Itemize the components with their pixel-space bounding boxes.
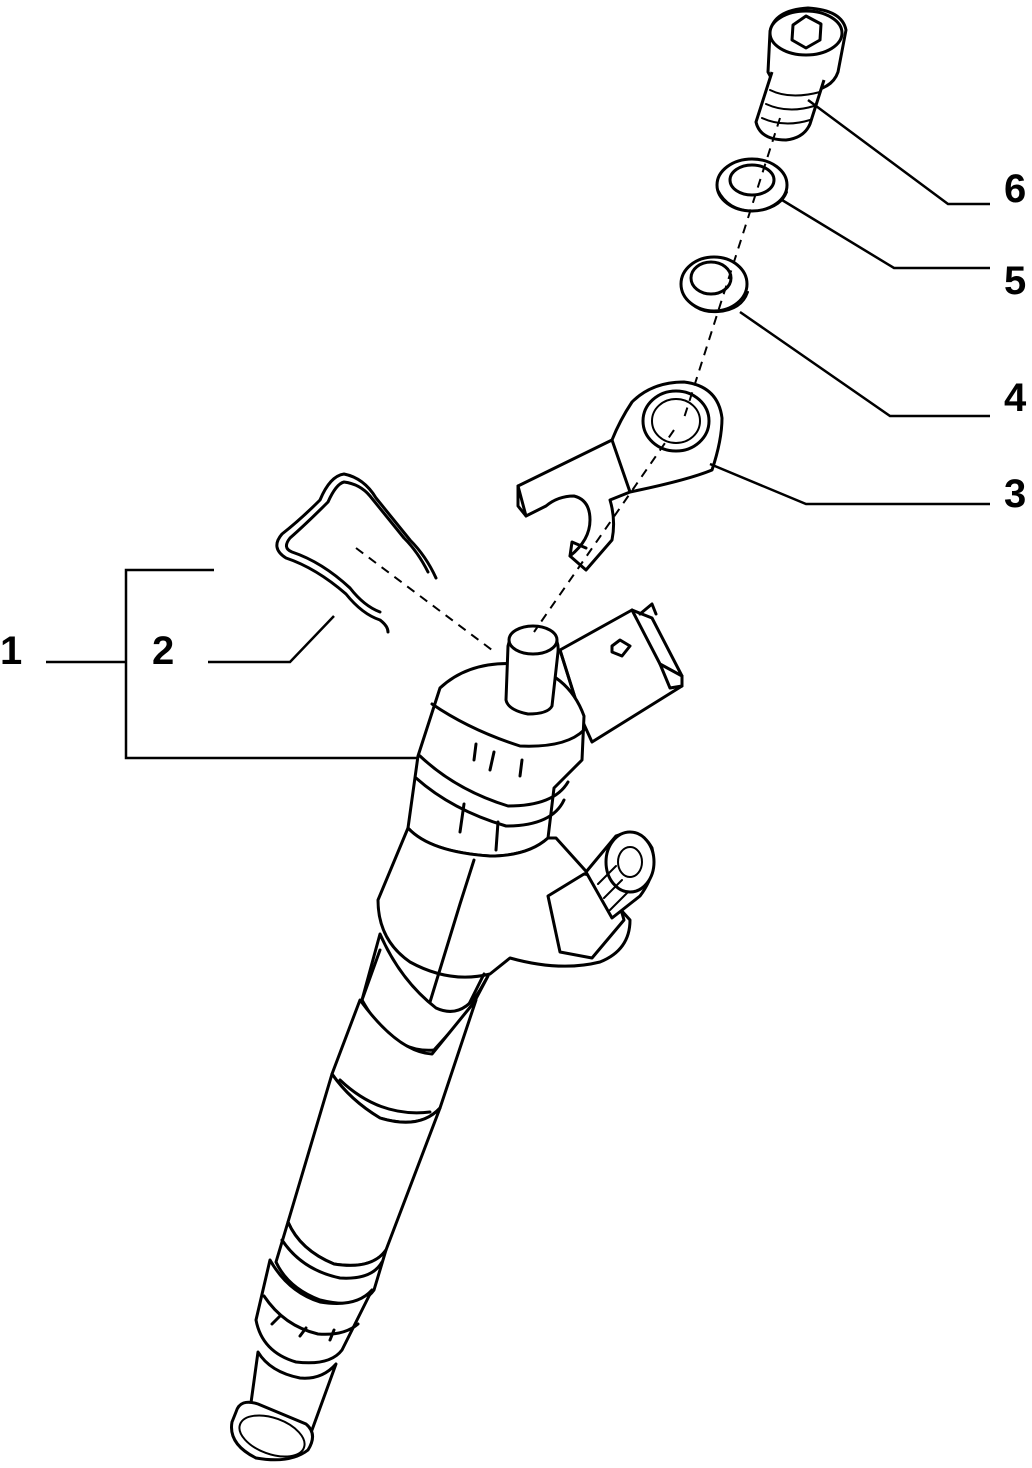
- callout-2: 2: [152, 629, 174, 673]
- part-1-injector: [230, 602, 684, 1462]
- part-3-clamp: [516, 380, 724, 572]
- callout-4: 4: [1004, 376, 1027, 420]
- part-2-clip: [275, 472, 438, 634]
- part-5-washer: [715, 157, 789, 213]
- assembly-axis-lines: [355, 117, 781, 651]
- leader-lines: [46, 98, 990, 760]
- callout-6: 6: [1004, 167, 1026, 211]
- callout-1: 1: [0, 629, 22, 673]
- part-4-washer: [679, 255, 749, 314]
- part-6-screw: [754, 6, 848, 142]
- callout-3: 3: [1004, 472, 1026, 516]
- callout-labels: 1 2 3 4 5 6: [0, 167, 1027, 673]
- callout-5: 5: [1004, 259, 1026, 303]
